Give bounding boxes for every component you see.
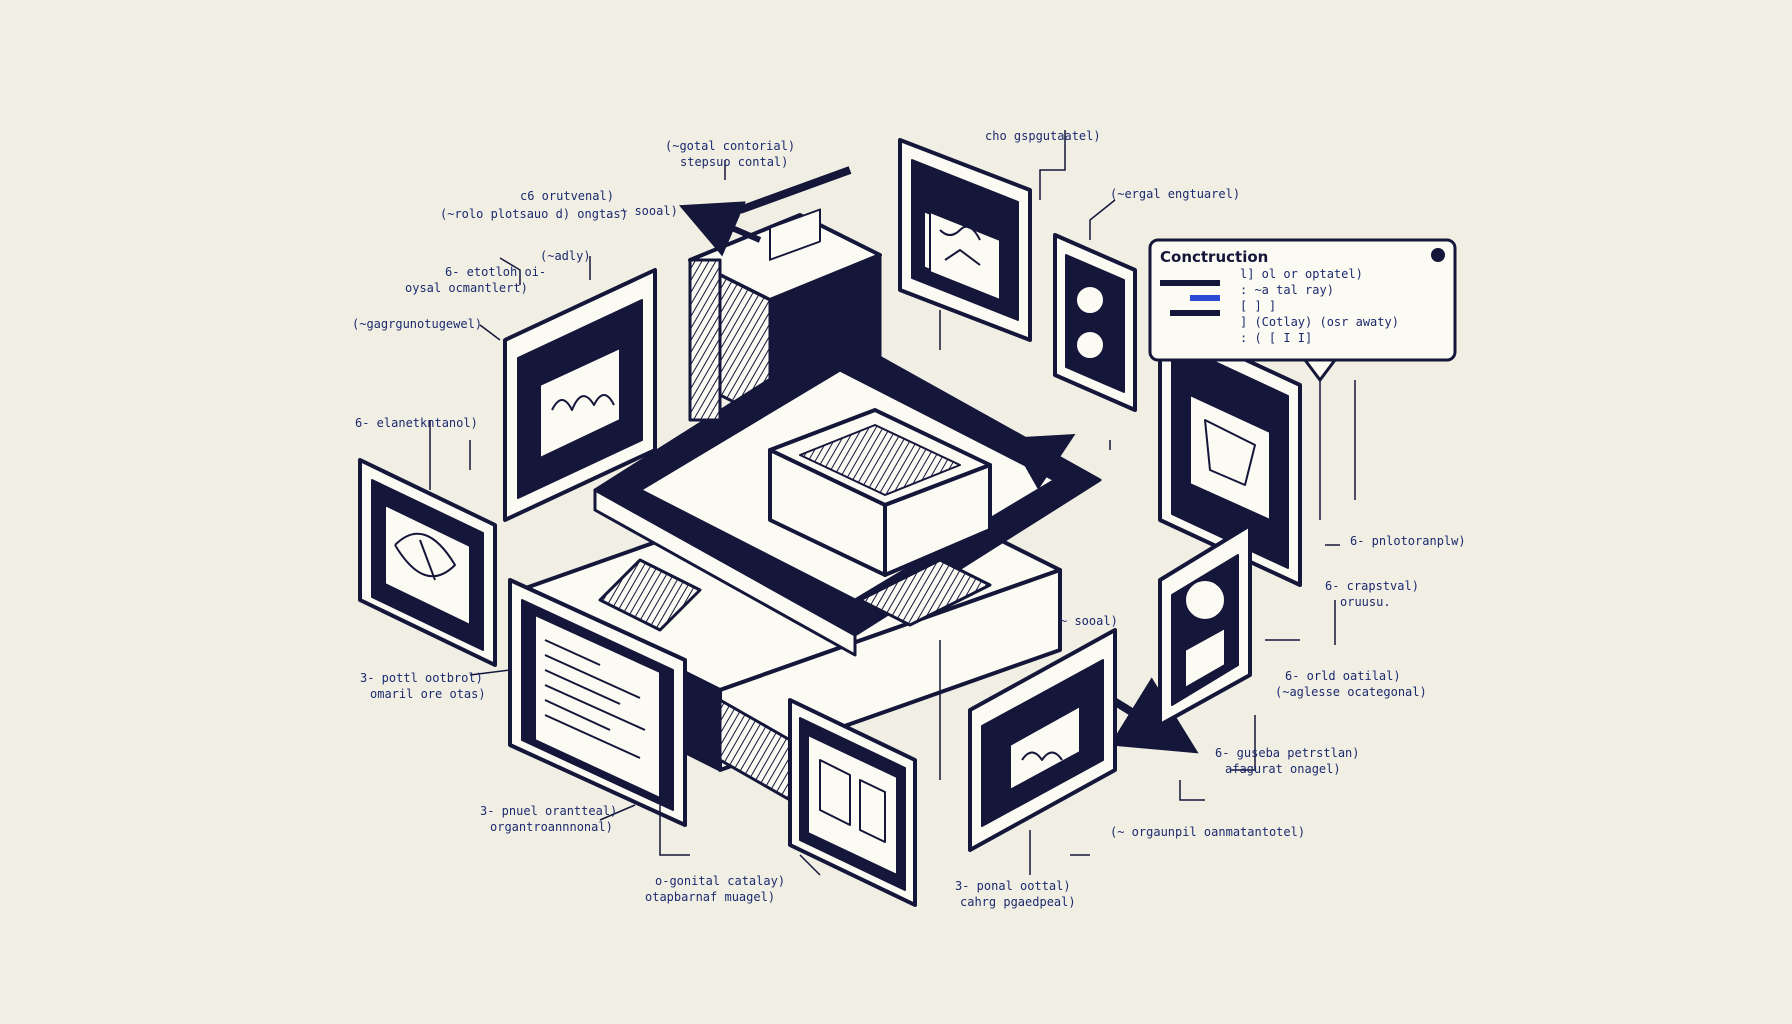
stairs-left bbox=[598, 558, 702, 632]
annotation-label: 6- etotloh oi- bbox=[445, 265, 546, 279]
annotation-label: cho gspgutaatel) bbox=[985, 129, 1101, 143]
arrow-connector bbox=[1008, 434, 1076, 490]
ring-frame-front bbox=[593, 488, 857, 657]
annotation-label: afagurat onagel) bbox=[1225, 762, 1341, 776]
annotation-labels: (~gotal contorial) stepsuo contal) cho g… bbox=[352, 129, 1466, 909]
central-structure bbox=[518, 166, 1199, 802]
annotation-label: c6 orutvenal) bbox=[520, 189, 614, 203]
tooltip-line: l] ol or optatel) bbox=[1240, 267, 1363, 281]
arrow-connector bbox=[738, 166, 852, 214]
leader-lines bbox=[429, 130, 1356, 876]
annotation-label: oruusu. bbox=[1340, 595, 1391, 609]
panel-right-large bbox=[1158, 318, 1302, 587]
annotation-label: 3- pottl ootbrol) bbox=[360, 671, 483, 685]
panel-left-upper bbox=[503, 268, 657, 522]
tooltip-line: ] (Cotlay) (osr awaty) bbox=[1240, 315, 1399, 329]
annotation-label: 6- guseba petrstlan) bbox=[1215, 746, 1360, 760]
annotation-label: o-gonital catalay) bbox=[655, 874, 785, 888]
annotation-label: 6- pnlotoranplw) bbox=[1350, 534, 1466, 548]
arrow-connector bbox=[678, 201, 762, 257]
annotation-label: stepsuo contal) bbox=[680, 155, 788, 169]
annotation-label: ~ sooal) bbox=[1060, 614, 1118, 628]
annotation-label: 3- ponal oottal) bbox=[955, 879, 1071, 893]
annotation-label: 6- crapstval) bbox=[1325, 579, 1419, 593]
annotation-label: 6- elanetkntanol) bbox=[355, 416, 478, 430]
stairs-right bbox=[858, 558, 992, 627]
tooltip-line: [ ] ] bbox=[1240, 299, 1276, 313]
tooltip-close-icon[interactable] bbox=[1431, 248, 1445, 262]
annotation-label: (~gagrgunotugewel) bbox=[352, 317, 482, 331]
tooltip-frame bbox=[1148, 238, 1457, 362]
annotation-label: 6- orld oatilal) bbox=[1285, 669, 1401, 683]
annotation-label: (~gotal contorial) bbox=[665, 139, 795, 153]
annotation-label: 3- pnuel orantteal) bbox=[480, 804, 617, 818]
panel-bottom-middle bbox=[788, 698, 917, 907]
panel-right-small bbox=[1053, 233, 1137, 412]
tooltip-line: : ( [ I I] bbox=[1240, 331, 1312, 345]
annotation-label: cahrg pgaedpeal) bbox=[960, 895, 1076, 909]
tooltip-box: Conctruction l] ol or optatel) : ~a tal … bbox=[1148, 238, 1457, 383]
annotation-label: (~adly) bbox=[540, 249, 591, 263]
panel-left-far bbox=[358, 458, 497, 667]
annotation-label: (~aglesse ocategonal) bbox=[1275, 685, 1427, 699]
annotation-label: (~rolo plotsauo d) ongtas) bbox=[440, 207, 628, 221]
annotation-label: organtroannnonal) bbox=[490, 820, 613, 834]
annotation-label: otapbarnaf muagel) bbox=[645, 890, 775, 904]
back-tower-window bbox=[769, 208, 821, 261]
panel-code bbox=[508, 578, 687, 827]
central-box-opening bbox=[799, 424, 961, 496]
annotation-label: (~ergal engtuarel) bbox=[1110, 187, 1240, 201]
tooltip-title: Conctruction bbox=[1160, 248, 1268, 266]
annotation-label: (~ orgaunpil oanmatantotel) bbox=[1110, 825, 1305, 839]
stairs-back bbox=[688, 258, 722, 422]
annotation-label: omaril ore otas) bbox=[370, 687, 486, 701]
central-box-right bbox=[883, 463, 992, 577]
panel-bottom-right bbox=[968, 628, 1117, 852]
annotation-label: ~ sooal) bbox=[620, 204, 678, 218]
annotation-label: oysal ocmantlert) bbox=[405, 281, 528, 295]
tooltip-line: : ~a tal ray) bbox=[1240, 283, 1334, 297]
panel-top-middle bbox=[898, 138, 1032, 342]
panel-right-lower bbox=[1158, 523, 1252, 727]
screen-panels bbox=[358, 138, 1302, 907]
